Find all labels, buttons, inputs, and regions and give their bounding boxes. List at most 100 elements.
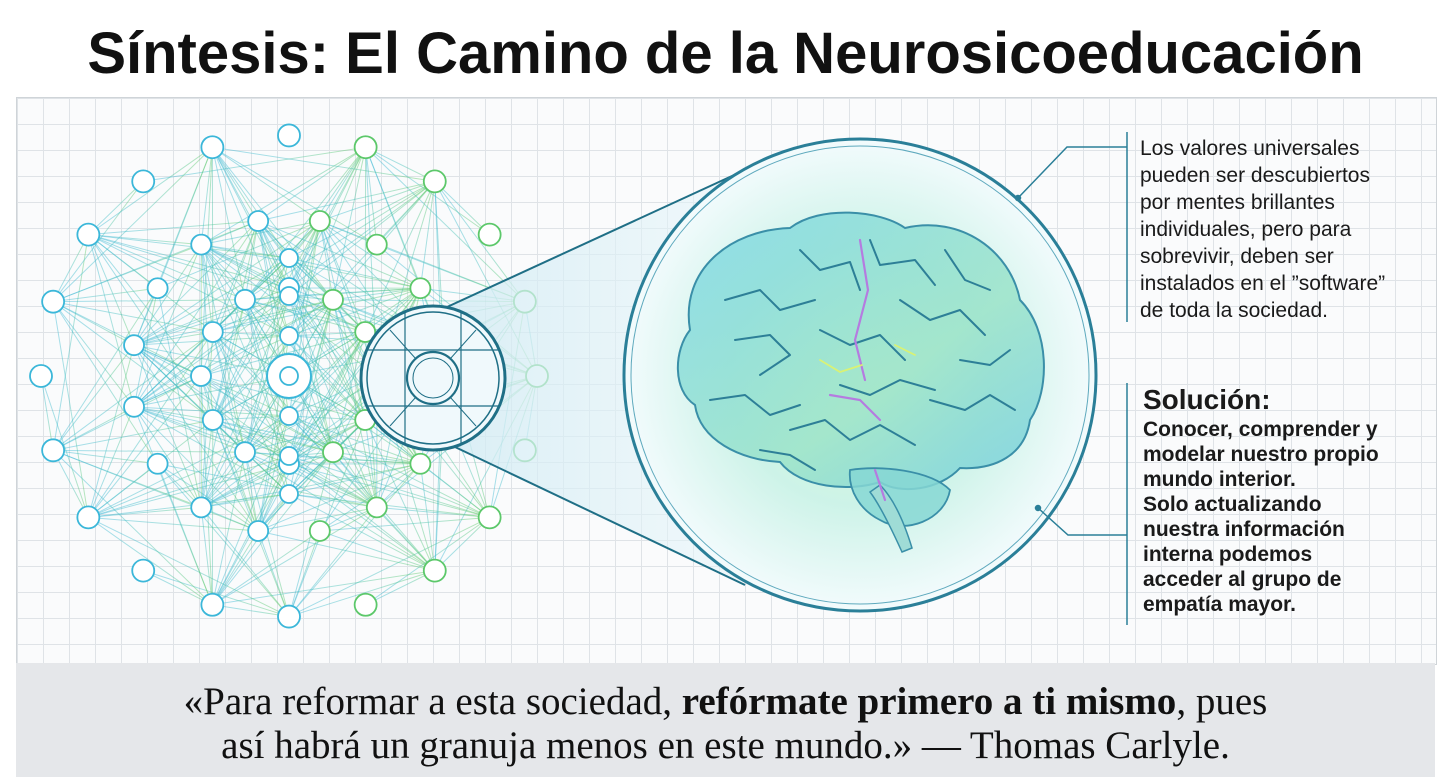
network-node (422, 558, 447, 583)
network-edge (200, 451, 246, 508)
network-edge (288, 415, 366, 421)
network-edge (257, 415, 290, 532)
network-edge (288, 331, 366, 495)
network-edge (200, 463, 290, 508)
network-node (365, 496, 388, 519)
network-edge (157, 463, 290, 617)
callout-top-line: Los valores universales (1140, 137, 1360, 160)
network-edge (212, 419, 421, 465)
network-edge (212, 415, 290, 421)
network-edge (332, 451, 490, 518)
quote: «Para reformar a esta sociedad, refórmat… (0, 680, 1451, 768)
network-edge (212, 331, 290, 337)
callout-top-line: de toda la sociedad. (1140, 299, 1328, 322)
quote-line2: así habrá un granuja menos en este mundo… (221, 724, 1230, 767)
network-edge (257, 220, 290, 337)
network-node (131, 169, 156, 194)
quote-emphasis: refórmate primero a ti mismo (681, 680, 1177, 723)
network-edge (288, 220, 321, 337)
network-edge (257, 463, 421, 532)
network-edge (52, 146, 213, 303)
quote-bar (16, 663, 1435, 777)
network-edge (244, 451, 377, 508)
network-node (322, 441, 344, 464)
network-edge (212, 146, 378, 246)
network-edge (288, 455, 421, 465)
callout-top-line: por mentes brillantes (1140, 191, 1335, 214)
network-node (277, 604, 301, 629)
network-edge (364, 287, 421, 333)
network-edge (288, 295, 366, 333)
network-node (76, 222, 101, 247)
network-edge (212, 287, 421, 333)
network-edge (53, 449, 158, 465)
network-edge (319, 180, 435, 222)
network-edge (319, 220, 421, 289)
network-edge (288, 463, 490, 518)
network-edge (53, 287, 158, 303)
network-edge (365, 146, 435, 182)
network-edge (212, 335, 290, 421)
network-edge (200, 220, 259, 377)
lens-icon (359, 304, 507, 452)
network-node (200, 135, 225, 160)
network-edge (200, 507, 290, 617)
network-edge (52, 331, 214, 451)
network-edge (212, 299, 334, 333)
network-edge (200, 147, 213, 377)
network-edge (364, 419, 421, 465)
network-node (200, 592, 225, 617)
network-edge (258, 180, 435, 222)
network-edge (288, 220, 321, 289)
network-edge (288, 516, 490, 618)
network-edge (133, 287, 290, 346)
network-node (123, 334, 145, 357)
network-edge (288, 415, 421, 465)
network-edge (319, 220, 366, 421)
network-edge (319, 516, 490, 532)
network-edge (258, 530, 435, 572)
network-edge (200, 419, 214, 508)
network-edge (88, 234, 202, 246)
network-edge (143, 570, 213, 606)
network-edge (319, 220, 334, 300)
solution-line: Solo actualizando (1143, 493, 1322, 516)
network-edge (52, 449, 213, 606)
network-node (279, 248, 299, 268)
network-edge (257, 220, 290, 289)
network-edge (319, 530, 435, 572)
network-node (277, 123, 301, 148)
callout-top-line: individuales, pero para (1140, 218, 1352, 241)
network-edge (288, 331, 366, 337)
network-edge (288, 463, 436, 572)
network-edge (88, 234, 290, 289)
network-node (190, 496, 213, 519)
network-edge (87, 234, 135, 407)
network-edge (133, 220, 259, 346)
network-edge (212, 331, 290, 457)
network-edge (52, 449, 202, 508)
network-edge (288, 180, 436, 289)
network-edge (319, 146, 367, 222)
network-edge (88, 506, 202, 518)
network-edge (40, 375, 89, 518)
network-edge (52, 450, 89, 518)
network-edge (87, 375, 202, 518)
network-edge (211, 146, 259, 222)
network-node (279, 366, 299, 386)
network-edge (200, 455, 290, 508)
solution-line: Conocer, comprender y (1143, 418, 1378, 441)
network-edge (288, 493, 490, 518)
network-edge (288, 257, 421, 289)
network-edge (212, 331, 290, 417)
network-node (146, 452, 169, 475)
network-edge (212, 295, 290, 421)
network-edge (212, 419, 290, 617)
network-edge (53, 419, 213, 451)
network-node (234, 441, 256, 464)
network-edge (376, 506, 490, 518)
solution-heading: Solución: (1143, 384, 1271, 415)
network-edge (133, 406, 213, 421)
callout-connector-top (1014, 132, 1128, 322)
